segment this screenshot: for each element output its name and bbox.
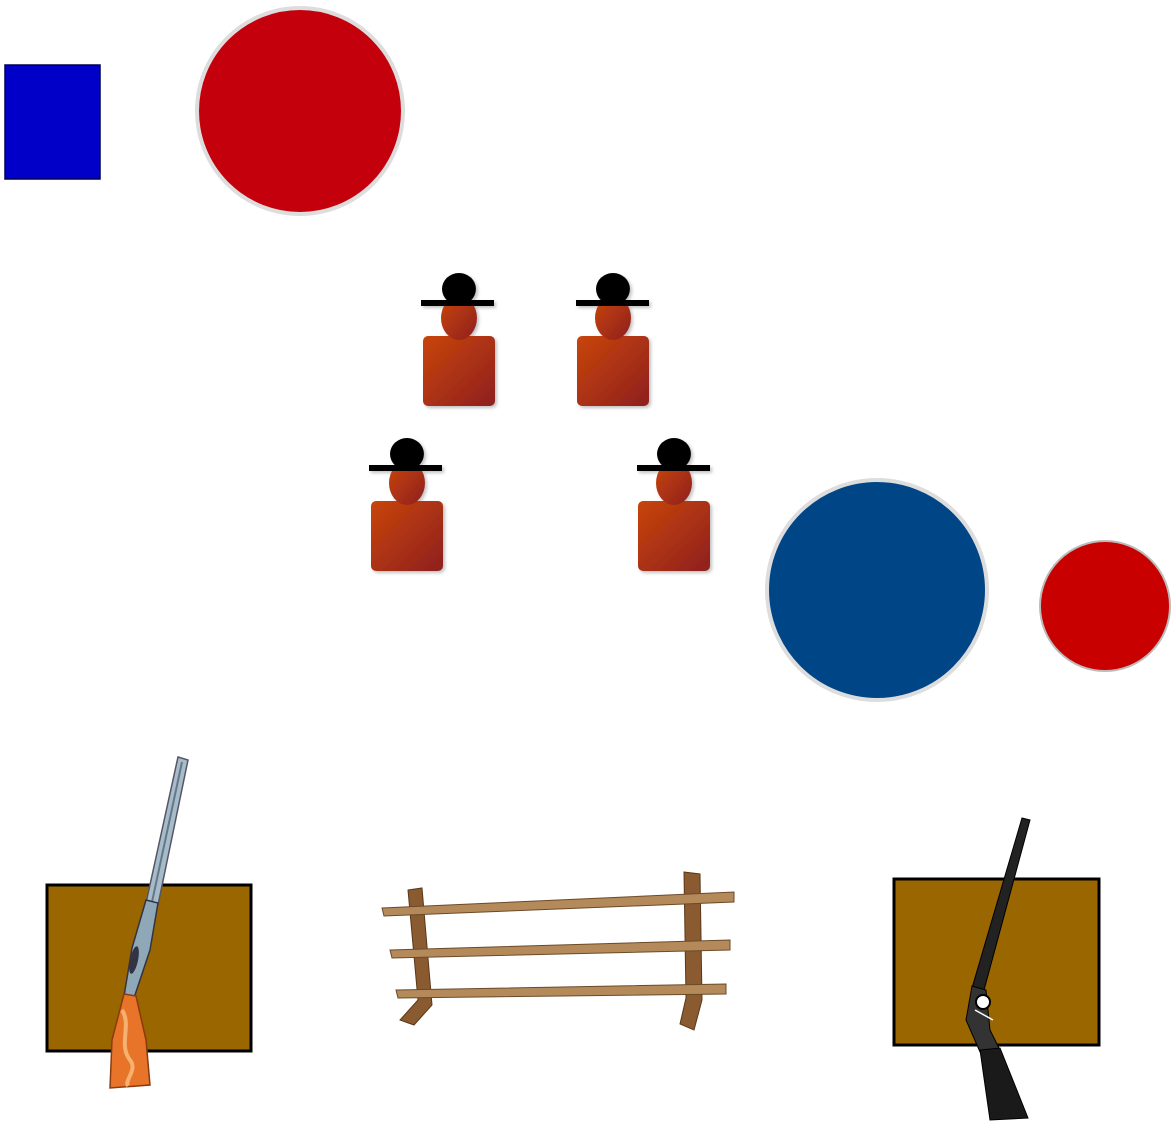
figure-front-right	[637, 438, 710, 571]
red-circle-large	[197, 8, 403, 214]
person-with-hat-icon	[576, 273, 649, 406]
wooden-fence-icon	[382, 872, 734, 1030]
person-with-hat-icon	[637, 438, 710, 571]
figure-back-right	[576, 273, 649, 406]
red-circle-small	[1040, 541, 1170, 671]
person-with-hat-icon	[421, 273, 495, 406]
blue-circle-large	[767, 480, 987, 700]
figure-back-left	[421, 273, 495, 406]
blue-square	[5, 65, 100, 179]
figure-front-left	[369, 438, 443, 571]
person-with-hat-icon	[369, 438, 443, 571]
